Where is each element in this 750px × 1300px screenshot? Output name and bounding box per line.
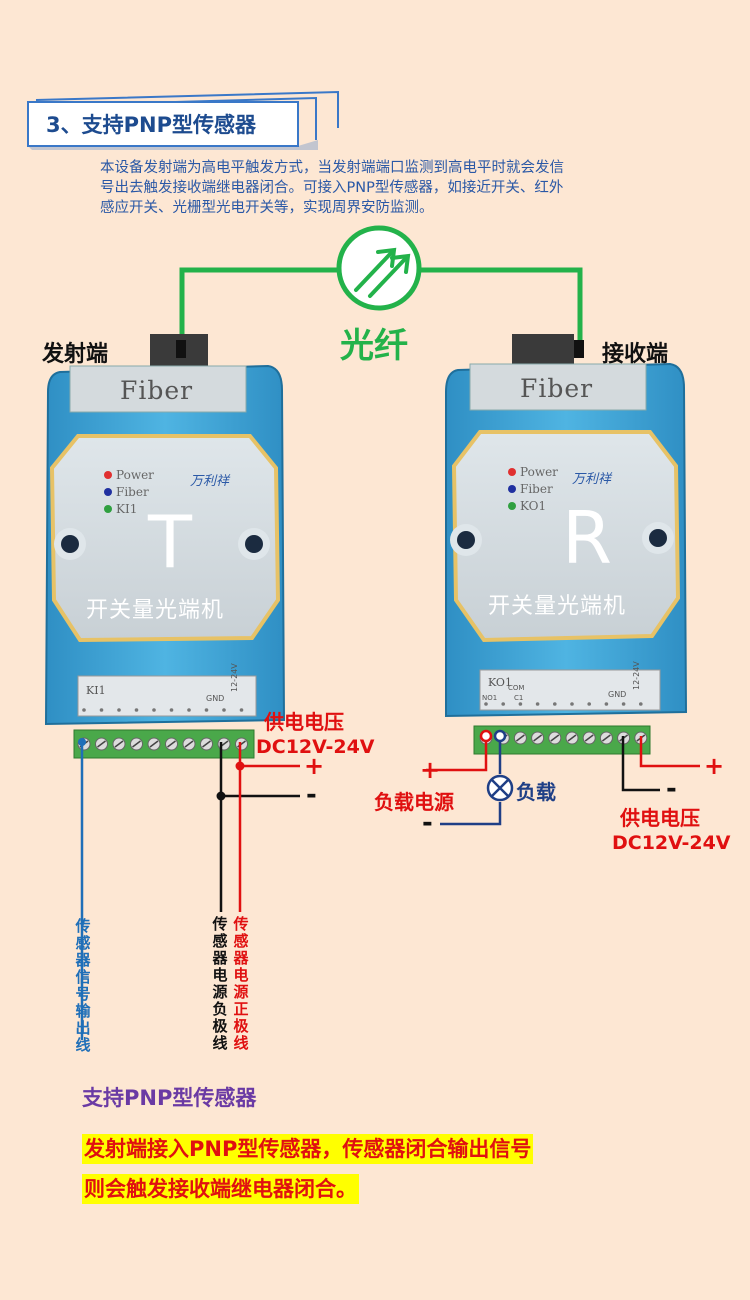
led-label-power: Power [116, 468, 154, 482]
receiver-led-labels: Power Fiber KO1 [520, 464, 558, 515]
terminal-marker-dot [222, 708, 226, 712]
load-lamp-icon [486, 774, 514, 802]
terminal-screw-slot [533, 734, 543, 742]
transmitter-vcc-label: 12-24V [230, 663, 239, 692]
intro-line: 本设备发射端为高电平触发方式，当发射端端口监测到高电平时就会发信 [100, 160, 564, 176]
left-power-minus: - [306, 780, 317, 810]
terminal-screw-slot [515, 734, 525, 742]
terminal-marker-dot [621, 702, 626, 706]
section-title: 3、支持PNP型传感器 [46, 113, 256, 137]
receiver-terminal-label: KO1 [488, 676, 512, 689]
footer-title: 支持PNP型传感器 [82, 1086, 257, 1110]
transmitter-terminal-label: KI1 [86, 684, 106, 697]
receiver-side-label: 接收端 [602, 342, 669, 367]
terminal-marker-dot [604, 702, 609, 706]
transmitter-brand: 万利祥 [190, 474, 230, 489]
fiber-label: 光纤 [340, 326, 408, 366]
terminal-screw-slot [584, 734, 594, 742]
load-plus: + [420, 756, 441, 784]
led-label-power: Power [520, 465, 558, 479]
receiver-name: 开关量光端机 [488, 594, 627, 619]
transmitter-gnd-label: GND [206, 694, 225, 703]
terminal-marker-dot [501, 702, 506, 706]
terminal-marker-dot [535, 702, 540, 706]
led-label-ki1: KI1 [116, 502, 138, 516]
receiver-fiber-label: Fiber [520, 374, 594, 403]
receiver-relay-no: NO1 [482, 694, 498, 702]
left-power-voltage: DC12V-24V [256, 736, 375, 758]
terminal-marker-dot [570, 702, 574, 706]
terminal-marker-dot [587, 702, 591, 706]
transmitter-side-label: 发射端 [42, 342, 109, 367]
receiver-vcc-label: 12-24V [632, 661, 641, 690]
transmitter-terminals [77, 708, 248, 751]
led-label-ko1: KO1 [520, 499, 547, 513]
terminal-screw-slot [550, 734, 560, 742]
terminal-screw-slot [567, 734, 577, 742]
intro-paragraph: 本设备发射端为高电平触发方式，当发射端端口监测到高电平时就会发信 号出去触发接收… [100, 158, 660, 218]
intro-line: 感应开关、光栅型光电开关等，实现周界安防监测。 [100, 200, 434, 216]
right-power-minus: - [666, 774, 677, 804]
terminal-marker-dot [204, 708, 209, 712]
receiver-brand: 万利祥 [572, 472, 612, 487]
led-label-fiber: Fiber [116, 485, 149, 499]
sensor-positive-label: 传感器电源正极线 [233, 915, 249, 1052]
transmitter-led-labels: Power Fiber KI1 [116, 467, 154, 518]
receiver-gnd-label: GND [608, 690, 627, 699]
terminal-screw-slot [202, 740, 211, 748]
terminal-screw-slot [97, 740, 106, 748]
load-supply-label: 负载电源 [374, 790, 454, 814]
terminal-marker-dot [518, 702, 523, 706]
terminal-screw-slot [114, 740, 124, 748]
transmitter-name: 开关量光端机 [86, 598, 225, 623]
load-minus: - [422, 808, 433, 838]
led-label-fiber: Fiber [520, 482, 553, 496]
terminal-marker-dot [99, 708, 104, 712]
left-power-plus: + [304, 752, 325, 780]
left-wiring [80, 742, 300, 1040]
footer-line-2: 则会触发接收端继电器闭合。 [82, 1174, 359, 1204]
header-banner [27, 90, 339, 150]
transmitter-letter: T [148, 500, 192, 584]
terminal-marker-dot [187, 708, 191, 712]
transmitter-device [44, 334, 286, 759]
terminal-marker-dot [169, 708, 174, 712]
receiver-relay-c: C1 [514, 694, 524, 702]
terminal-marker-dot [117, 708, 121, 712]
terminal-screw-slot [184, 740, 194, 748]
load-label: 负载 [516, 780, 556, 804]
receiver-letter: R [562, 496, 613, 580]
fiber-cable [179, 267, 583, 340]
right-power-title: 供电电压 [620, 806, 700, 830]
right-power-voltage: DC12V-24V [612, 832, 731, 854]
terminal-marker-dot [484, 702, 488, 706]
left-power-title: 供电电压 [264, 710, 344, 734]
sensor-negative-label: 传感器电源负极线 [212, 915, 228, 1052]
footer-line-1: 发射端接入PNP型传感器，传感器闭合输出信号 [82, 1134, 534, 1164]
terminal-marker-dot [134, 708, 139, 712]
right-wiring [426, 736, 700, 826]
terminal-screw-slot [167, 740, 176, 748]
right-power-plus: + [704, 752, 725, 780]
transmitter-fiber-label: Fiber [120, 376, 194, 405]
terminal-screw-slot [132, 740, 141, 748]
fiber-icon [336, 225, 422, 311]
terminal-marker-dot [553, 702, 557, 706]
terminal-screw-slot [601, 734, 611, 742]
terminal-marker-dot [82, 708, 86, 712]
terminal-marker-dot [639, 702, 643, 706]
intro-line: 号出去触发接收端继电器闭合。可接入PNP型传感器，如接近开关、红外 [100, 180, 564, 196]
terminal-marker-dot [239, 708, 244, 712]
receiver-relay-com: COM [508, 684, 525, 692]
terminal-marker-dot [152, 708, 156, 712]
terminal-screw-slot [149, 740, 159, 748]
sensor-signal-label: 传感器信号输出线 [75, 917, 91, 1054]
